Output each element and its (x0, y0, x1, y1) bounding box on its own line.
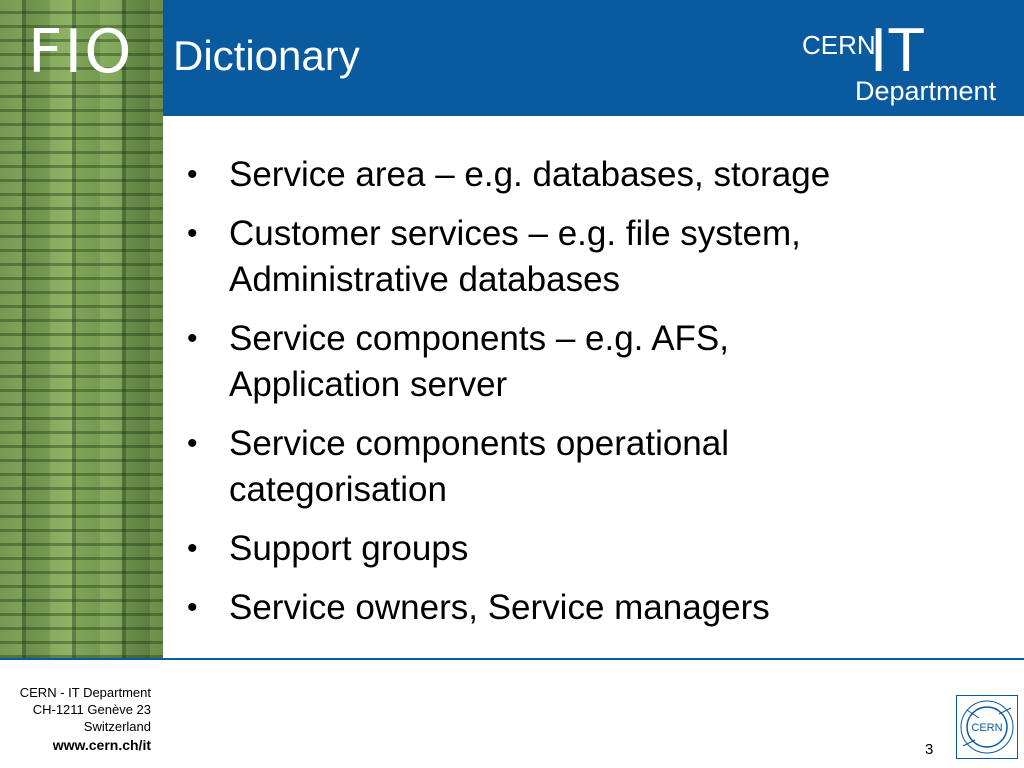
bullet-item: • Customer services – e.g. file system, … (185, 211, 985, 303)
bullet-item: • Support groups (185, 526, 985, 572)
footer-country: Switzerland (83, 719, 151, 734)
bullet-dot-icon: • (187, 217, 198, 250)
logo-department-text: Department (855, 76, 997, 106)
slide-title: Dictionary (173, 32, 360, 79)
bullet-item: • Service components operational categor… (185, 421, 985, 513)
bullet-line: Customer services – e.g. file system, (229, 214, 801, 253)
footer-website-link[interactable]: www.cern.ch/it (52, 737, 151, 753)
bullet-dot-icon: • (187, 158, 198, 191)
bullet-line: Support groups (229, 529, 469, 568)
bullet-line: Administrative databases (229, 260, 621, 299)
server-rack-image: FIO (0, 0, 163, 658)
footer-address: CERN - IT Department CH-1211 Genève 23 S… (0, 684, 151, 754)
bullet-line: Service owners, Service managers (229, 588, 770, 627)
bullet-item: • Service components – e.g. AFS, Applica… (185, 316, 985, 408)
fio-logo: FIO (28, 17, 134, 87)
bullet-line: Application server (229, 365, 508, 404)
bullet-dot-icon: • (187, 591, 198, 624)
bullet-dot-icon: • (187, 532, 198, 565)
bullet-dot-icon: • (187, 322, 198, 355)
bullet-dot-icon: • (187, 427, 198, 460)
bullet-list: • Service area – e.g. databases, storage… (185, 152, 985, 631)
page-number: 3 (925, 741, 934, 758)
footer-org: CERN - IT Department (19, 685, 151, 700)
cern-logo-icon: CERN (956, 695, 1018, 759)
bullet-line: Service components – e.g. AFS, (229, 319, 729, 358)
bullet-line: categorisation (229, 470, 447, 509)
bullet-item: • Service area – e.g. databases, storage (185, 152, 985, 198)
footer-divider (0, 658, 1024, 660)
bullet-line: Service components operational (229, 424, 730, 463)
title-bar: Dictionary CERN IT Department (163, 0, 1024, 116)
logo-it-text: IT (870, 16, 926, 85)
bullet-item: • Service owners, Service managers (185, 585, 985, 631)
logo-cern-text: CERN (802, 30, 876, 60)
slide-body: • Service area – e.g. databases, storage… (185, 152, 985, 644)
footer-postal: CH-1211 Genève 23 (32, 702, 151, 717)
cern-logo-text: CERN (971, 722, 1002, 734)
bullet-line: Service area – e.g. databases, storage (229, 155, 831, 194)
cern-it-department-logo: CERN IT Department (780, 20, 1010, 107)
